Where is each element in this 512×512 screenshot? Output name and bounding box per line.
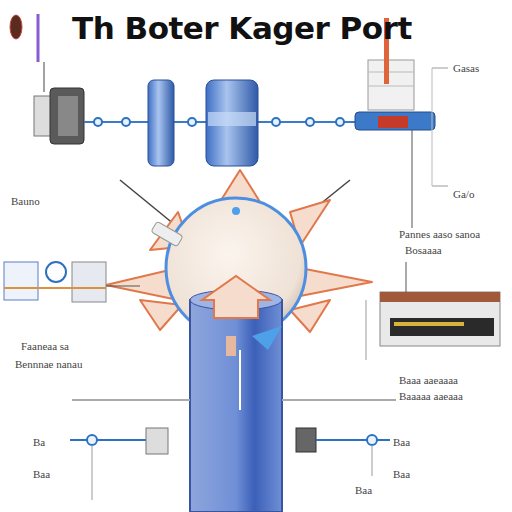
diagram-title: Th Boter Kager Port [72, 10, 412, 46]
part-label: Baaaaa aaeaaa [398, 390, 464, 402]
part-label: Ba [32, 436, 46, 448]
part-label: Baa [32, 468, 51, 480]
part-label: Bosaaaa [404, 244, 443, 256]
part-label: Baa [392, 468, 411, 480]
part-label: Baa [354, 484, 373, 496]
part-label: Baaa aaeaaaa [398, 374, 459, 386]
part-label: Gasas [452, 62, 480, 74]
part-label: Baa [392, 436, 411, 448]
part-label: Pannes aaso sanoa [398, 228, 481, 240]
part-label: Faaneaa sa [20, 340, 70, 352]
part-label: Ga/o [452, 188, 475, 200]
part-label: Bauno [10, 195, 41, 207]
part-label: Bennnae nanau [14, 358, 84, 370]
